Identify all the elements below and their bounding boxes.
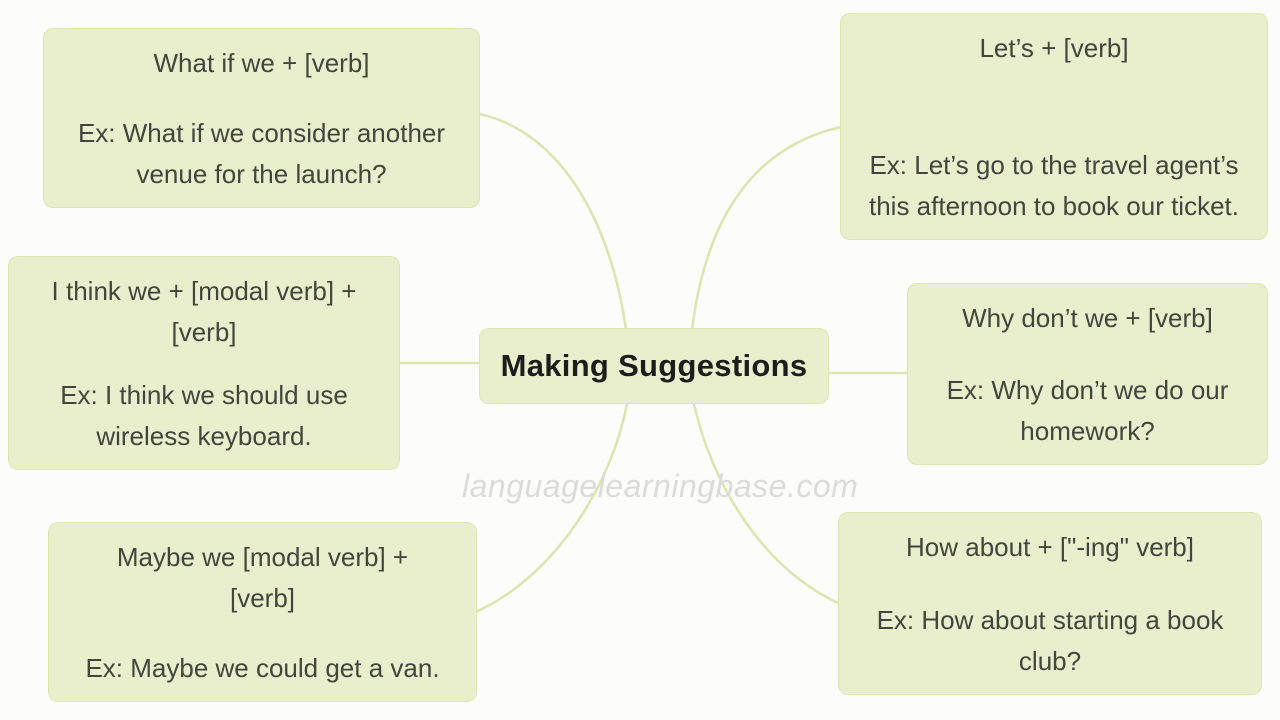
connector-bottom-right [692, 402, 842, 606]
node-lets: Let’s + [verb] Ex: Let’s go to the trave… [840, 13, 1268, 240]
node-how-about: How about + ["-ing" verb] Ex: How about … [838, 512, 1262, 695]
center-topic: Making Suggestions [479, 328, 829, 404]
node-what-if-we: What if we + [verb] Ex: What if we consi… [43, 28, 480, 208]
node-i-think-we: I think we + [modal verb] + [verb] Ex: I… [8, 256, 400, 470]
node-example: Ex: Maybe we could get a van. [85, 652, 440, 683]
node-pattern: Let’s + [verb] [979, 33, 1129, 63]
node-pattern: Maybe we [modal verb] + [verb] [116, 542, 409, 614]
connector-top-left [477, 112, 628, 332]
watermark: languagelearningbase.com [462, 468, 859, 504]
connector-top-right [690, 125, 843, 332]
node-example: Ex: How about starting a book club? [876, 604, 1224, 676]
node-pattern: Why don’t we + [verb] [962, 303, 1213, 333]
node-pattern: I think we + [modal verb] + [verb] [51, 276, 357, 348]
node-why-dont-we: Why don’t we + [verb] Ex: Why don’t we d… [907, 283, 1268, 465]
center-topic-label: Making Suggestions [500, 348, 808, 383]
node-example: Ex: Let’s go to the travel agent’s this … [869, 149, 1239, 221]
node-example: Ex: What if we consider another venue fo… [77, 117, 446, 189]
node-pattern: How about + ["-ing" verb] [906, 532, 1194, 562]
node-example: Ex: I think we should use wireless keybo… [60, 379, 348, 451]
node-example: Ex: Why don’t we do our homework? [946, 374, 1229, 446]
connector-bottom-left [474, 402, 629, 614]
node-maybe-we: Maybe we [modal verb] + [verb] Ex: Maybe… [48, 522, 477, 702]
node-pattern: What if we + [verb] [153, 48, 370, 78]
